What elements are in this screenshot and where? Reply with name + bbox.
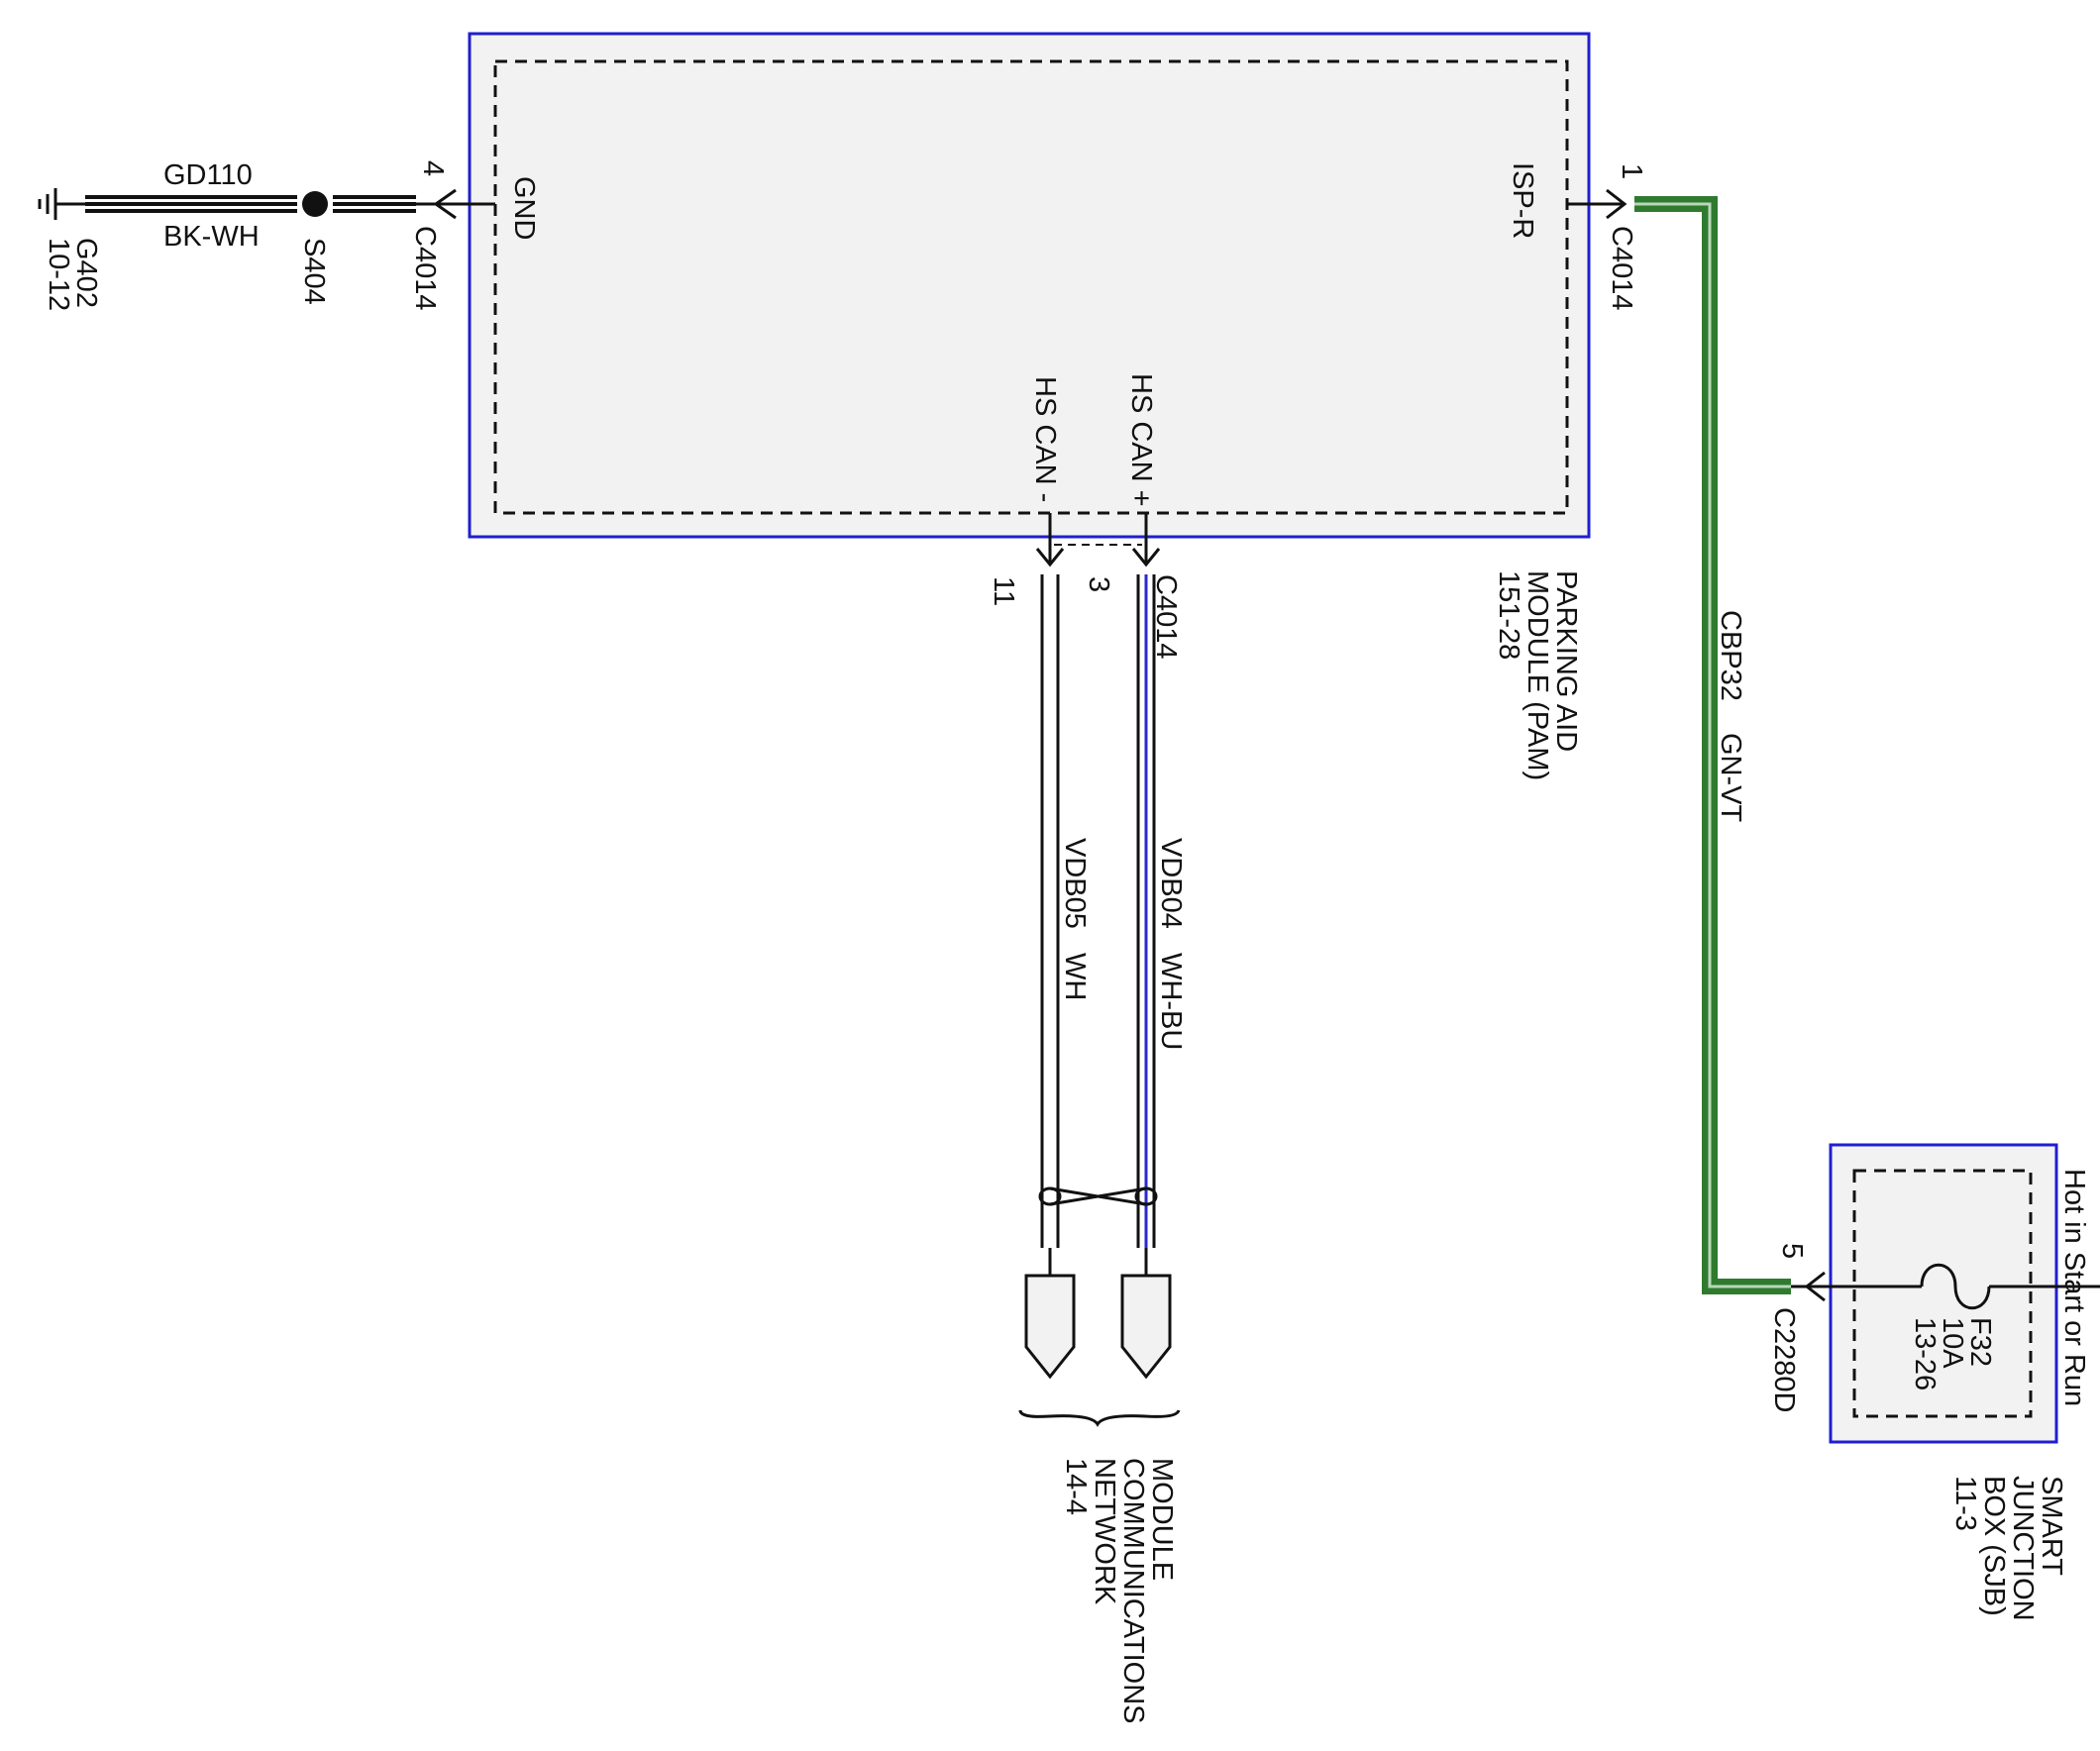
can-lo-page-connector bbox=[1024, 1274, 1076, 1380]
ground-circuit-label: GD110 bbox=[163, 159, 253, 191]
twisted-pair-symbol bbox=[1038, 1186, 1158, 1206]
connector-c4014-pin1-arrow bbox=[1606, 188, 1628, 220]
connector-c4014-pin11-arrow bbox=[1035, 548, 1065, 567]
can-connector-label: C4014 bbox=[1150, 574, 1182, 659]
wire-vdb05 bbox=[1040, 574, 1060, 1248]
can-destination-brace bbox=[1018, 1409, 1181, 1427]
can-hi-page-connector bbox=[1120, 1274, 1172, 1380]
ground-connector-label: C4014 bbox=[409, 226, 441, 310]
pam-pin-gnd: GND bbox=[508, 176, 540, 240]
splice-label: S404 bbox=[298, 238, 330, 305]
ground-pin-label: 4 bbox=[417, 160, 449, 176]
can-lo-pin-label: 11 bbox=[988, 576, 1019, 606]
connector-c4014-pin3-arrow bbox=[1131, 548, 1161, 567]
vdb05-circuit-label: VDB05 bbox=[1059, 838, 1091, 929]
pam-pin-can-lo: HS CAN - bbox=[1029, 376, 1061, 502]
pam-label-line2: MODULE (PAM) bbox=[1522, 570, 1553, 780]
isp-pin-label: 1 bbox=[1616, 163, 1647, 179]
isp-wire-cbp32 bbox=[1634, 196, 1791, 1294]
sjb-label-line4: 11-3 bbox=[1949, 1476, 1981, 1531]
pam-outer-box bbox=[468, 32, 1591, 539]
sjb-label-line1: SMART bbox=[2036, 1476, 2067, 1576]
isp-color-label: GN-VT bbox=[1715, 733, 1746, 823]
ground-symbol bbox=[38, 188, 85, 220]
sjb-label-line3: BOX (SJB) bbox=[1978, 1476, 2010, 1616]
network-label-line4: 14-4 bbox=[1060, 1458, 1092, 1515]
fuse-ref-label: 13-26 bbox=[1909, 1317, 1941, 1390]
sjb-feed-label: Hot in Start or Run bbox=[2058, 1169, 2090, 1406]
parking-aid-module bbox=[468, 32, 1591, 539]
ground-ref-label: 10-12 bbox=[43, 238, 74, 311]
can-hi-pin-label: 3 bbox=[1083, 576, 1114, 592]
vdb04-color-label: WH-BU bbox=[1155, 953, 1187, 1050]
fuse-f32-symbol bbox=[1920, 1263, 1991, 1310]
isp-circuit-label: CBP32 bbox=[1715, 610, 1746, 701]
fuse-rating-label: 10A bbox=[1937, 1317, 1968, 1369]
ground-wire bbox=[85, 195, 436, 213]
pam-inner-box bbox=[493, 59, 1569, 515]
pam-pin-can-hi: HS CAN + bbox=[1125, 373, 1157, 507]
network-label-line2: COMMUNICATIONS bbox=[1117, 1458, 1149, 1724]
sjb-inner-box bbox=[1852, 1169, 2033, 1418]
pam-label-line3: 151-28 bbox=[1493, 570, 1524, 660]
sjb-connector-label: C2280D bbox=[1768, 1307, 1800, 1412]
ground-color-label: BK-WH bbox=[163, 221, 260, 253]
ground-point-label: G402 bbox=[70, 238, 102, 308]
smart-junction-box bbox=[1829, 1143, 2058, 1444]
vdb04-circuit-label: VDB04 bbox=[1155, 838, 1187, 929]
pam-label-line1: PARKING AID bbox=[1550, 570, 1582, 752]
fuse-name-label: F32 bbox=[1964, 1317, 1996, 1367]
isp-connector-label: C4014 bbox=[1606, 226, 1637, 310]
vdb05-color-label: WH bbox=[1059, 953, 1091, 1000]
sjb-pin-label: 5 bbox=[1776, 1243, 1808, 1259]
network-label-line3: NETWORK bbox=[1089, 1458, 1120, 1605]
splice-s404-dot bbox=[302, 191, 328, 217]
sjb-label-line2: JUNCTION bbox=[2007, 1476, 2039, 1621]
connector-c2280d-pin5-arrow bbox=[1804, 1271, 1826, 1302]
wire-vdb04 bbox=[1136, 574, 1156, 1248]
pam-pin-isp: ISP-R bbox=[1507, 162, 1538, 239]
network-label-line1: MODULE bbox=[1146, 1458, 1178, 1581]
sjb-outer-box bbox=[1829, 1143, 2058, 1444]
